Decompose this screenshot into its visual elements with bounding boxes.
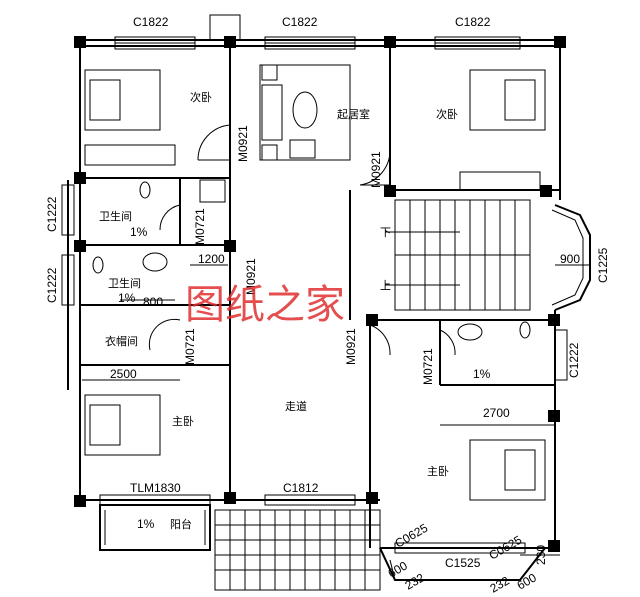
door-label-balcony: TLM1830 [130,481,181,495]
door-label-bath-right: M0721 [421,348,435,385]
bay-window [551,204,591,311]
dim-2700: 2700 [483,406,510,420]
room-label-second-bed-left: 次卧 [190,90,212,104]
door-swings [148,124,456,356]
room-label-closet: 衣帽间 [105,334,138,348]
room-label-balcony: 阳台 [170,517,192,531]
room-label-bath2: 卫生间 [108,276,141,290]
window-label-bottom-center: C1812 [283,481,319,495]
dim-232a: 232 [403,570,428,592]
dim-232b: 232 [488,573,513,595]
stair-label-up: 上 [380,279,391,292]
window-label-left-lower: C1222 [45,267,59,303]
sofa-set [259,64,351,161]
structural-columns [74,36,566,552]
watermark: 图纸之家 [185,282,345,328]
door-label-living-right: M0921 [369,151,383,188]
window-label-right-bay: C1225 [596,247,610,283]
room-label-second-bed-right: 次卧 [436,107,458,121]
room-label-master-left: 主卧 [172,415,194,428]
dimension-lines [82,264,590,426]
roof-tile-area [214,509,381,591]
dim-230: 230 [534,545,548,565]
window-symbols [61,14,568,554]
bath-fixtures [92,179,531,341]
window-label-top-center: C1822 [282,15,318,29]
dim-600b: 600 [515,570,540,592]
bed-icons [84,69,546,501]
door-label-bath1: M0721 [193,208,207,245]
room-label-bath1: 卫生间 [99,209,132,223]
staircase [385,199,531,311]
slope-balcony: 1% [137,517,155,531]
dim-900: 900 [560,252,580,266]
window-label-top-left: C1822 [133,15,169,29]
bottom-right-bay [379,547,560,581]
balcony [99,504,211,551]
window-label-left-upper: C1222 [45,196,59,232]
room-label-master-right: 主卧 [427,465,449,478]
window-label-right-bath: C1222 [567,342,581,378]
window-label-bottom-right-b: C0625 [487,533,525,563]
dim-800: 800 [143,295,163,309]
window-label-bottom-right-mid: C1525 [445,556,481,570]
room-label-living: 起居室 [337,107,370,121]
room-label-corridor: 走道 [285,399,307,413]
slope-bath2: 1% [118,291,136,305]
slope-bath1: 1% [130,225,148,239]
door-label-corridor: M0921 [344,328,358,365]
stair-label-down: 下 [380,227,391,239]
dim-1200: 1200 [198,252,225,266]
slope-bath-right: 1% [473,367,491,381]
door-label-bath2: M0921 [244,258,258,295]
dim-2500: 2500 [110,367,137,381]
window-label-bottom-right-a: C0625 [393,521,431,551]
door-label-closet: M0721 [183,328,197,365]
door-label-living-left: M0921 [236,125,250,162]
window-label-top-right: C1822 [455,15,491,29]
